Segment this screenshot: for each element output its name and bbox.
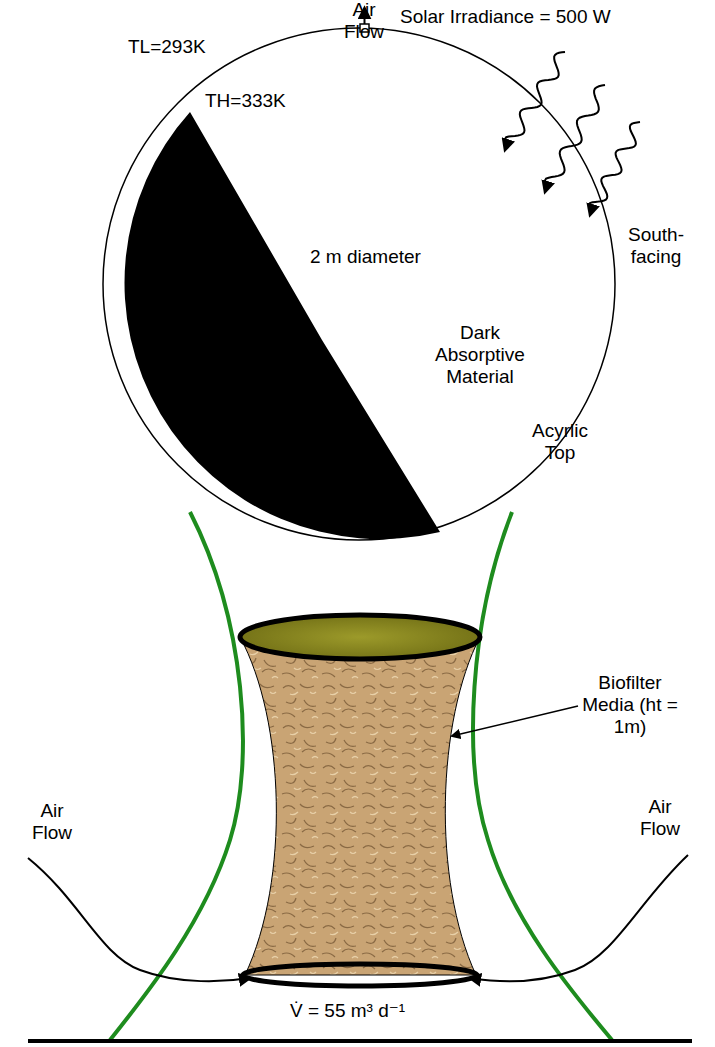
temperature-label: TH=333K (205, 90, 305, 112)
material-label: Dark Absorptive Material (425, 322, 535, 388)
air-flow-label: Air Flow (630, 796, 690, 840)
air-flow-label: Air Flow (338, 0, 390, 43)
diameter-label: 2 m diameter (310, 246, 440, 268)
absorptive-material (125, 112, 440, 539)
ground-line (28, 1039, 692, 1043)
support-curve (110, 512, 243, 1040)
solar-irradiance-label: Solar Irradiance = 500 W (400, 6, 660, 28)
temperature-label: TL=293K (128, 36, 228, 58)
orientation-label: South-facing (610, 224, 702, 268)
solar-ray (505, 52, 565, 150)
solar-ray (589, 122, 640, 215)
biofilter-bottom (243, 964, 477, 986)
leader-line (452, 706, 578, 736)
biofilter-body (240, 637, 480, 975)
air-flow-label: Air Flow (22, 800, 82, 844)
acrylic-sphere (103, 28, 615, 540)
biofilter-label: Biofilter Media (ht = 1m) (580, 672, 680, 738)
flow-rate-label: V̇ = 55 m³ d⁻¹ (290, 1000, 440, 1022)
solar-ray (545, 85, 605, 192)
air-flow-arrow (470, 855, 688, 981)
acrylic-label: Acyrlic Top (520, 420, 600, 464)
air-flow-arrow (28, 858, 250, 981)
biofilter-top (240, 615, 480, 659)
solar-rays (505, 52, 640, 215)
